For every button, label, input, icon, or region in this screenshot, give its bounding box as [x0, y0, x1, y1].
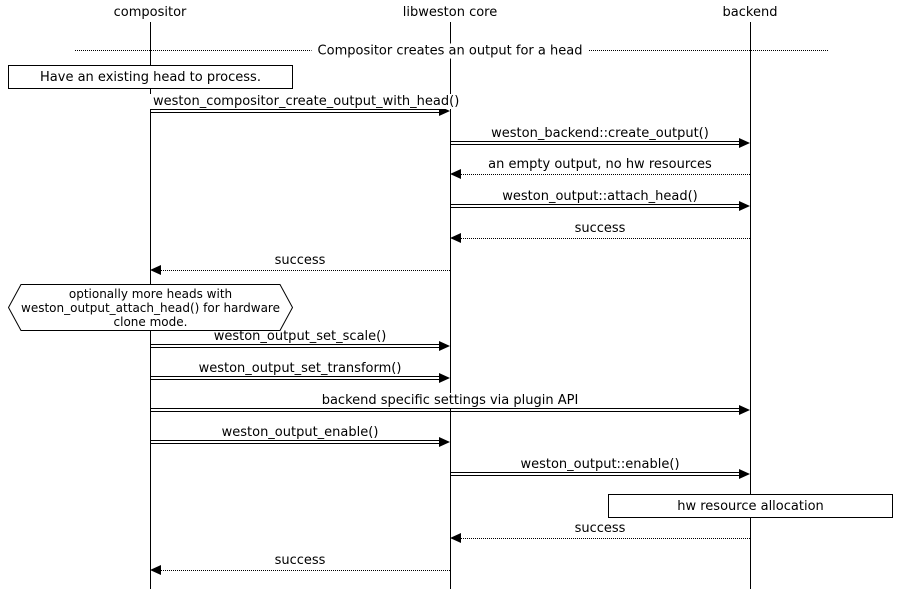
arrowhead-left-icon [450, 233, 461, 243]
message-line [159, 570, 450, 571]
arrowhead-right-icon [439, 437, 450, 447]
message-label-text: success [271, 253, 329, 268]
message-label: success [450, 221, 750, 236]
message-line [450, 204, 739, 208]
arrowhead-right-icon [439, 341, 450, 351]
message-label: success [450, 521, 750, 536]
message-line [150, 440, 439, 444]
arrowhead-right-icon [439, 373, 450, 383]
message-label: weston_output_set_transform() [150, 361, 450, 376]
message-label: weston_output::attach_head() [450, 189, 750, 204]
message-line [159, 270, 450, 271]
message-line [459, 538, 750, 539]
lifeline-label-compositor: compositor [113, 5, 187, 20]
note-text: Have an existing head to process. [40, 69, 261, 85]
lifeline-label-backend: backend [722, 5, 778, 20]
message-label-text: weston_compositor_create_output_with_hea… [150, 94, 463, 109]
message-label-text: success [571, 221, 629, 236]
message-label-text: weston_output_set_scale() [210, 329, 390, 344]
message-label-text: weston_output_set_transform() [195, 361, 405, 376]
message-label: success [150, 253, 450, 268]
arrowhead-right-icon [439, 106, 450, 116]
lifeline-libweston-core [450, 22, 451, 589]
message-line [459, 238, 750, 239]
message-label-text: weston_output::attach_head() [499, 189, 701, 204]
message-label-text: weston_output_enable() [218, 425, 382, 440]
arrowhead-right-icon [739, 201, 750, 211]
message-label-text: weston_backend::create_output() [488, 126, 712, 141]
note-abox-optional-heads: optionally more heads with weston_output… [8, 284, 293, 331]
message-label: an empty output, no hw resources [450, 157, 750, 172]
message-line [450, 141, 739, 145]
note-box-existing-head: Have an existing head to process. [8, 65, 293, 89]
lifeline-label-libweston-core: libweston core [402, 5, 498, 20]
lifeline-backend [750, 22, 751, 589]
arrowhead-right-icon [739, 138, 750, 148]
angled-box-shape [8, 284, 293, 331]
message-label-text: success [571, 521, 629, 536]
message-line [150, 408, 739, 412]
arrowhead-left-icon [150, 565, 161, 575]
message-label: weston_backend::create_output() [450, 126, 750, 141]
message-label: success [150, 553, 450, 568]
arrowhead-left-icon [450, 169, 461, 179]
arrowhead-right-icon [739, 405, 750, 415]
message-label-text: an empty output, no hw resources [485, 157, 715, 172]
message-label: weston_output_enable() [150, 425, 450, 440]
message-label: backend specific settings via plugin API [150, 393, 750, 408]
note-text: optionally more heads with weston_output… [21, 286, 280, 329]
message-label: weston_output_set_scale() [150, 329, 450, 344]
message-label-text: success [271, 553, 329, 568]
arrowhead-right-icon [739, 469, 750, 479]
message-label: weston_compositor_create_output_with_hea… [150, 94, 463, 109]
message-line [150, 109, 439, 113]
message-label-text: weston_output::enable() [517, 457, 683, 472]
note-box-hw-resource: hw resource allocation [608, 494, 893, 518]
note-text: hw resource allocation [677, 498, 824, 514]
message-line [459, 174, 750, 175]
message-line [150, 344, 439, 348]
message-label: weston_output::enable() [450, 457, 750, 472]
section-divider-label: Compositor creates an output for a head [311, 43, 589, 59]
arrowhead-left-icon [450, 533, 461, 543]
message-line [150, 376, 439, 380]
message-label-text: backend specific settings via plugin API [318, 393, 582, 408]
arrowhead-left-icon [150, 265, 161, 275]
message-line [450, 472, 739, 476]
